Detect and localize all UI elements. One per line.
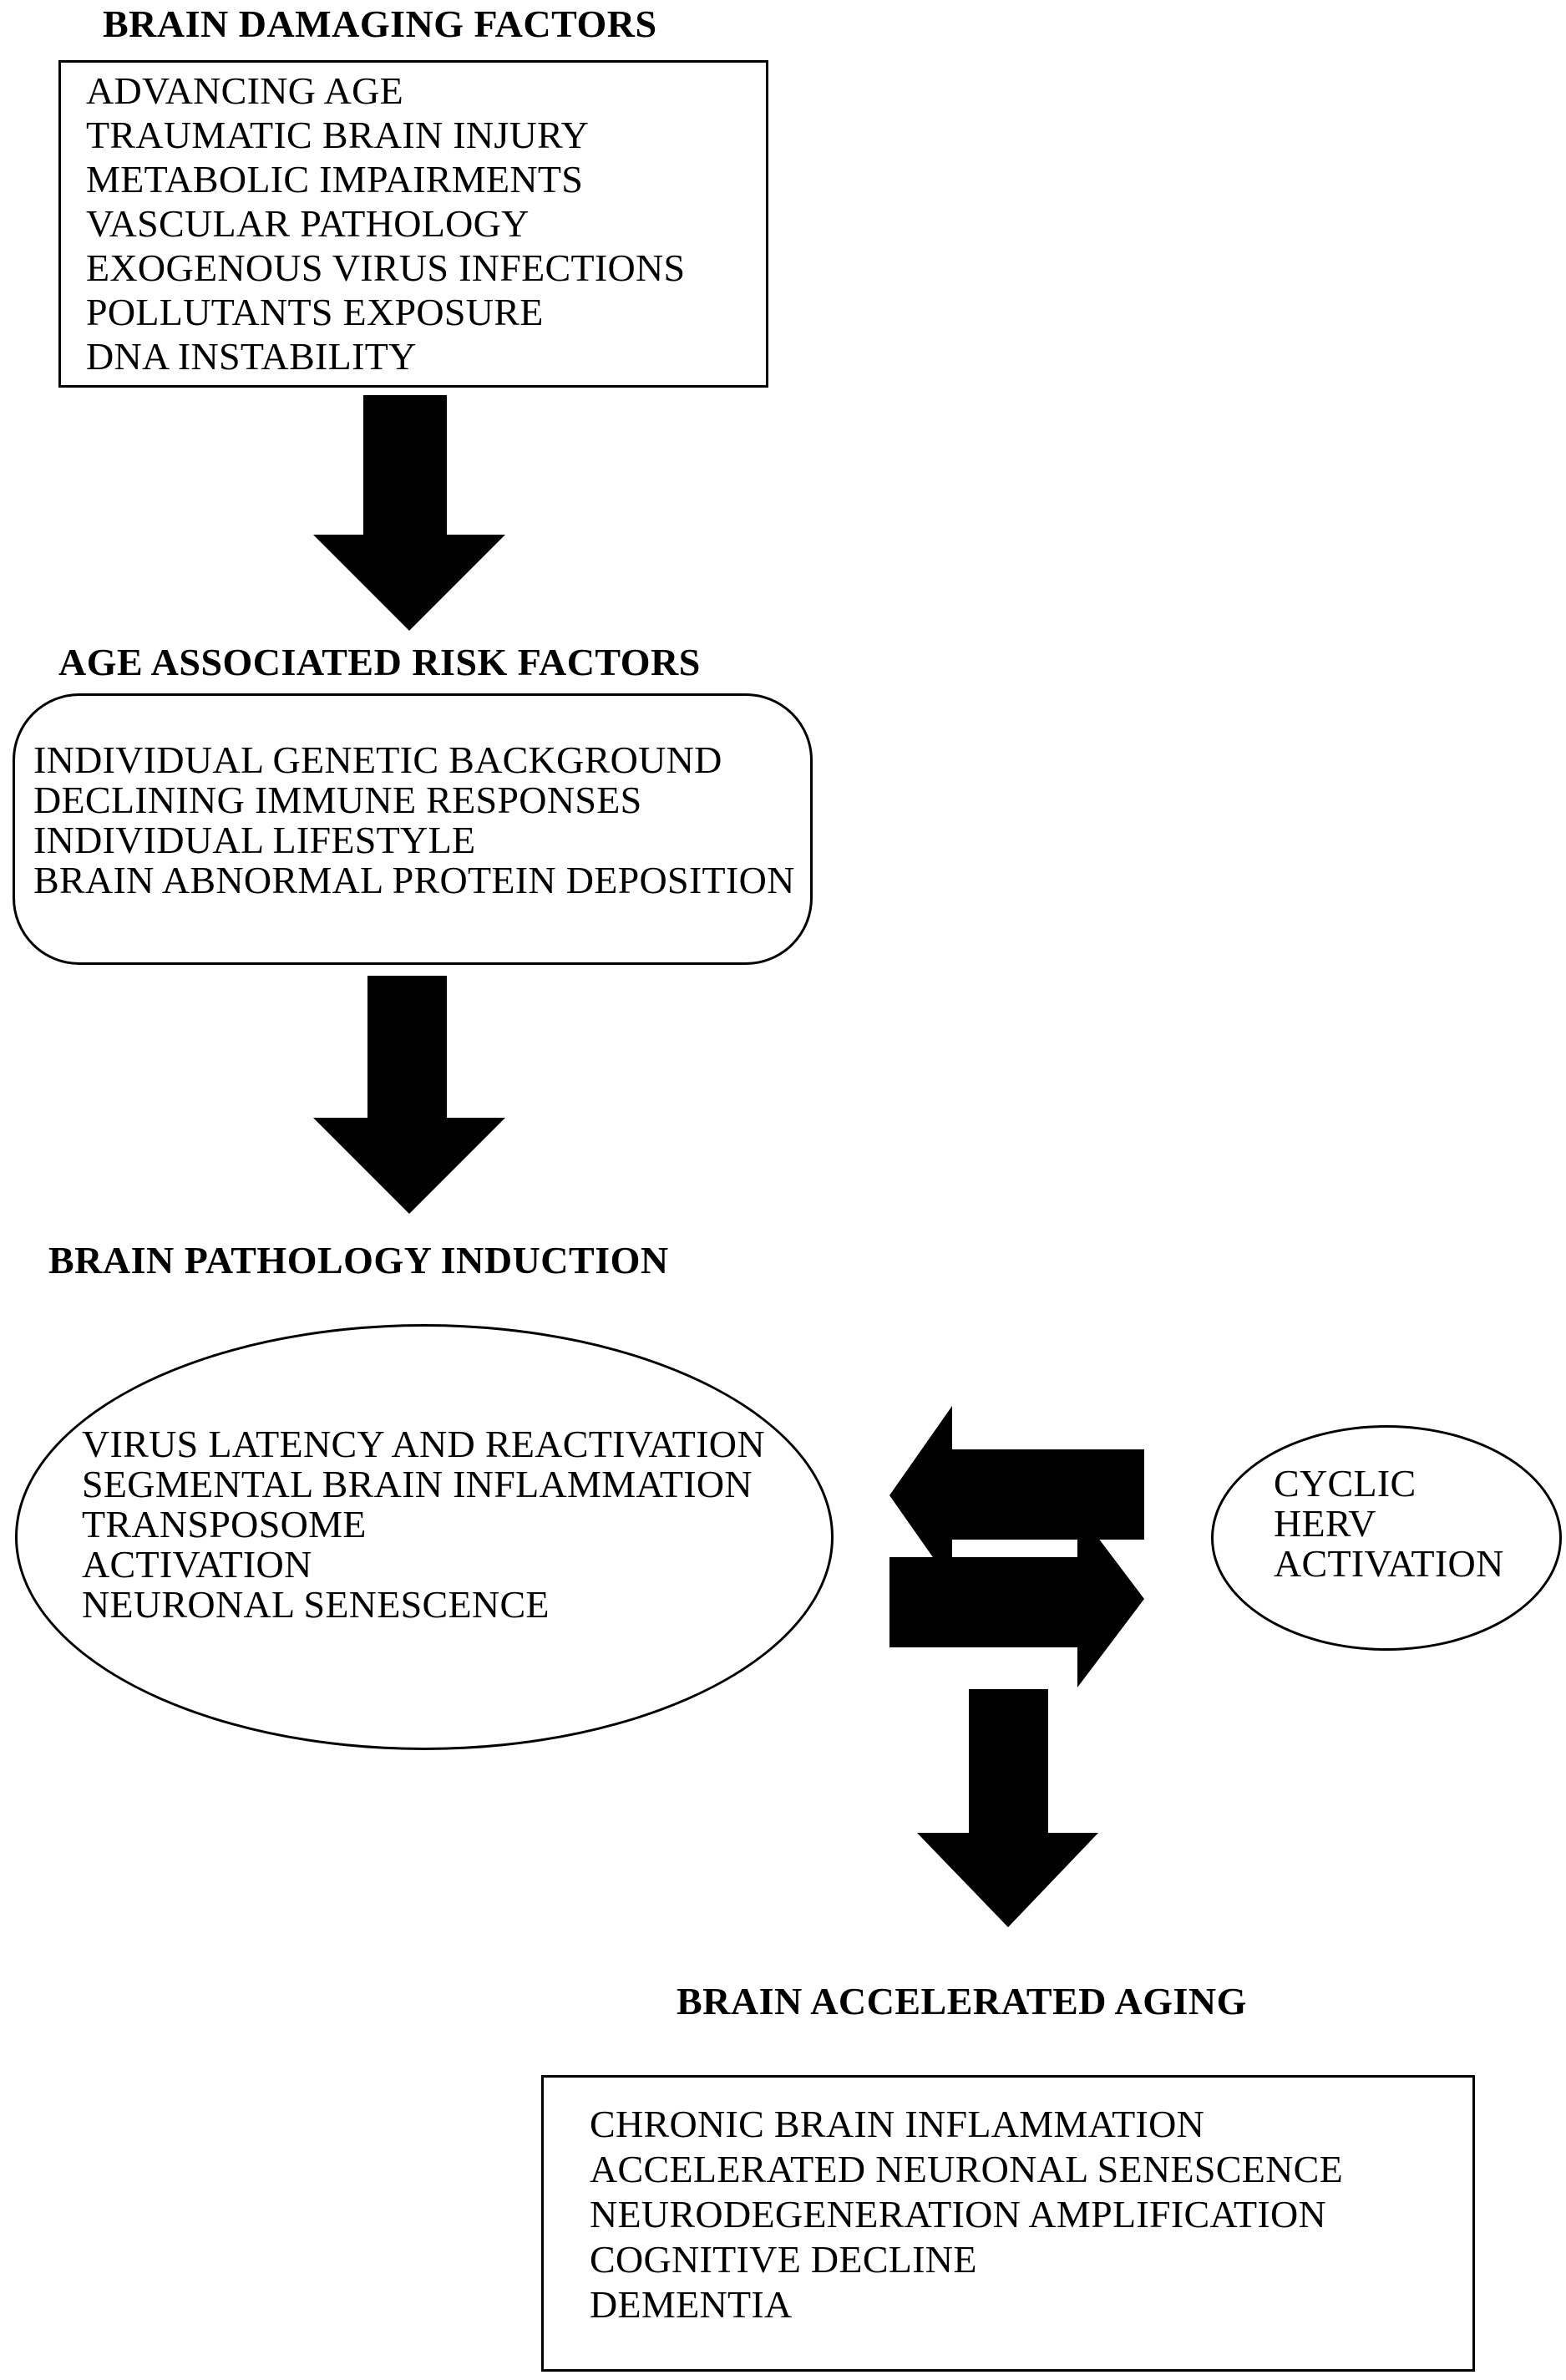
- ellipse-cyclic-herv-activation: [1211, 1425, 1562, 1651]
- arrow-right-pathology-to-herv: [889, 1510, 1144, 1687]
- list-item: NEURODEGENERATION AMPLIFICATION: [590, 2193, 1326, 2235]
- arrow-left-herv-to-pathology: [889, 1406, 1144, 1585]
- box-age-associated-risk-factors: [13, 693, 813, 965]
- list-item: ACTIVATION: [82, 1543, 312, 1586]
- list-item: VIRUS LATENCY AND REACTIVATION: [82, 1423, 765, 1465]
- list-item: ACCELERATED NEURONAL SENESCENCE: [590, 2148, 1344, 2190]
- list-item: CHRONIC BRAIN INFLAMMATION: [590, 2103, 1205, 2145]
- list-item: INDIVIDUAL LIFESTYLE: [33, 819, 476, 861]
- list-item: ACTIVATION: [1274, 1542, 1504, 1585]
- list-item: HERV: [1274, 1502, 1376, 1545]
- list-item: POLLUTANTS EXPOSURE: [86, 291, 544, 333]
- heading-brain-accelerated-aging: BRAIN ACCELERATED AGING: [677, 1980, 1247, 2022]
- list-cyclic-herv-activation: CYCLIC HERV ACTIVATION: [1274, 1464, 1504, 1584]
- list-item: TRANSPOSOME: [82, 1503, 367, 1545]
- list-item: NEURONAL SENESCENCE: [82, 1583, 550, 1626]
- list-item: VASCULAR PATHOLOGY: [86, 202, 530, 245]
- list-item: INDIVIDUAL GENETIC BACKGROUND: [33, 738, 722, 781]
- list-item: DECLINING IMMUNE RESPONSES: [33, 779, 642, 821]
- list-item: COGNITIVE DECLINE: [590, 2238, 977, 2281]
- list-item: BRAIN ABNORMAL PROTEIN DEPOSITION: [33, 859, 795, 901]
- heading-brain-pathology-induction: BRAIN PATHOLOGY INDUCTION: [48, 1239, 669, 1281]
- list-item: CYCLIC: [1274, 1462, 1416, 1505]
- arrow-down-damaging-to-risk: [313, 395, 505, 631]
- list-item: SEGMENTAL BRAIN INFLAMMATION: [82, 1463, 753, 1505]
- arrow-down-herv-to-aging: [917, 1689, 1098, 1927]
- ellipse-brain-pathology-induction: [15, 1324, 834, 1750]
- heading-brain-damaging-factors: BRAIN DAMAGING FACTORS: [103, 3, 657, 45]
- list-item: DNA INSTABILITY: [86, 335, 417, 378]
- list-item: METABOLIC IMPAIRMENTS: [86, 158, 584, 200]
- list-brain-pathology-induction: VIRUS LATENCY AND REACTIVATION SEGMENTAL…: [82, 1424, 765, 1625]
- box-brain-accelerated-aging: [541, 2075, 1475, 2372]
- list-brain-damaging-factors: ADVANCING AGE TRAUMATIC BRAIN INJURY MET…: [86, 69, 685, 378]
- list-item: EXOGENOUS VIRUS INFECTIONS: [86, 246, 686, 289]
- list-item: TRAUMATIC BRAIN INJURY: [86, 114, 590, 156]
- list-brain-accelerated-aging: CHRONIC BRAIN INFLAMMATION ACCELERATED N…: [590, 2102, 1343, 2327]
- box-brain-damaging-factors: [58, 60, 768, 388]
- heading-age-associated-risk-factors: AGE ASSOCIATED RISK FACTORS: [58, 641, 701, 683]
- list-item: ADVANCING AGE: [86, 69, 404, 112]
- list-item: DEMENTIA: [590, 2283, 793, 2326]
- list-age-associated-risk-factors: INDIVIDUAL GENETIC BACKGROUND DECLINING …: [33, 740, 795, 901]
- arrow-down-risk-to-pathology: [313, 976, 505, 1214]
